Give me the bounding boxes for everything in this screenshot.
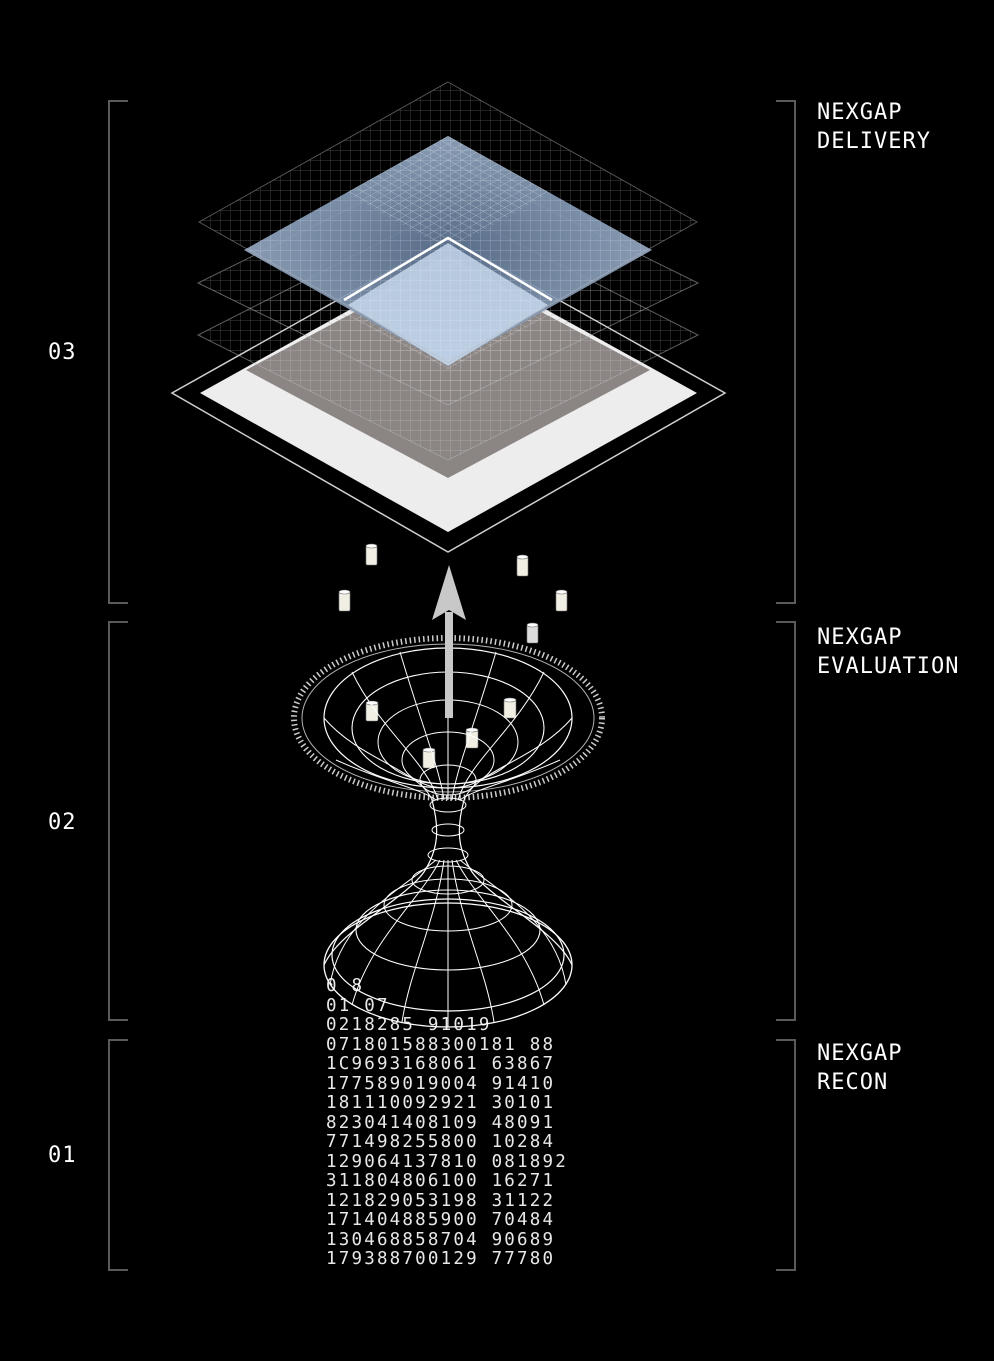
data-block-icon [517,555,528,576]
data-block-icon [556,590,567,611]
data-block-icon [504,698,516,718]
data-block-icon [366,544,377,565]
up-arrow-icon [432,565,466,718]
layered-planes [172,82,725,552]
data-block-icon [527,623,538,643]
data-block-icon [339,590,350,611]
